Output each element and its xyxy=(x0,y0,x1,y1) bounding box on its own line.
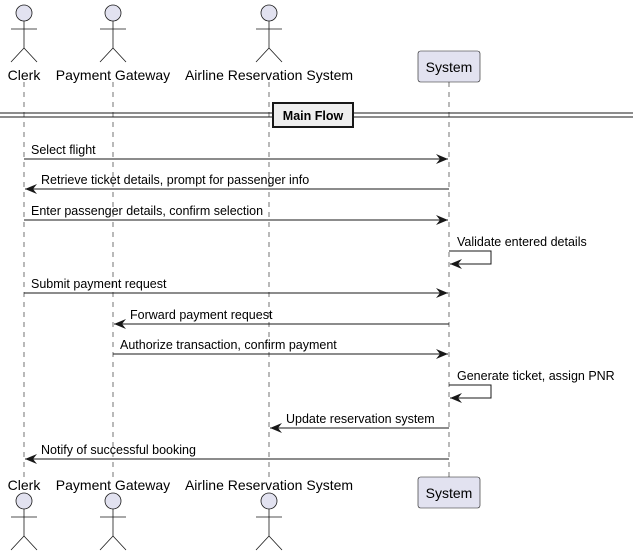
participant-box xyxy=(417,50,481,83)
participant-clerk-top: Clerk xyxy=(8,4,42,83)
participant-ars-bottom: Airline Reservation System xyxy=(185,477,353,551)
participant-system-bottom: System xyxy=(417,476,481,509)
divider: Main Flow xyxy=(0,102,633,128)
message-9: Update reservation system xyxy=(270,412,449,433)
message-label: Validate entered details xyxy=(457,235,587,249)
clerk-actor-icon xyxy=(10,492,38,551)
message-label: Retrieve ticket details, prompt for pass… xyxy=(41,173,309,187)
message-5: Submit payment request xyxy=(24,277,448,298)
participant-label: Airline Reservation System xyxy=(185,67,353,83)
message-label: Select flight xyxy=(31,143,96,157)
message-label: Forward payment request xyxy=(130,308,273,322)
message-label: Authorize transaction, confirm payment xyxy=(120,338,337,352)
participant-label: Payment Gateway xyxy=(56,477,170,493)
message-label: Notify of successful booking xyxy=(41,443,196,457)
message-3: Enter passenger details, confirm selecti… xyxy=(24,204,448,225)
message-7: Authorize transaction, confirm payment xyxy=(113,338,448,359)
participant-box xyxy=(417,476,481,509)
message-8: Generate ticket, assign PNR xyxy=(449,369,615,403)
participant-system-top: System xyxy=(417,50,481,83)
ars-actor-icon xyxy=(255,492,283,551)
message-label: Enter passenger details, confirm selecti… xyxy=(31,204,263,218)
message-2: Retrieve ticket details, prompt for pass… xyxy=(25,173,449,194)
message-label: Generate ticket, assign PNR xyxy=(457,369,615,383)
message-1: Select flight xyxy=(24,143,448,164)
participant-label: Airline Reservation System xyxy=(185,477,353,493)
participant-label: System xyxy=(426,485,473,501)
participant-clerk-bottom: Clerk xyxy=(8,477,42,551)
participant-ars-top: Airline Reservation System xyxy=(185,4,353,83)
lifelines xyxy=(23,82,450,478)
message-4: Validate entered details xyxy=(449,235,587,269)
clerk-actor-icon xyxy=(10,4,38,63)
message-6: Forward payment request xyxy=(114,308,449,329)
message-10: Notify of successful booking xyxy=(25,443,449,464)
participant-gateway-top: Payment Gateway xyxy=(56,4,170,83)
participant-label: Clerk xyxy=(8,477,42,493)
gateway-actor-icon xyxy=(99,492,127,551)
participant-gateway-bottom: Payment Gateway xyxy=(56,477,170,551)
message-label: Update reservation system xyxy=(286,412,435,426)
gateway-actor-icon xyxy=(99,4,127,63)
divider-label: Main Flow xyxy=(283,109,344,123)
ars-actor-icon xyxy=(255,4,283,63)
participant-label: Payment Gateway xyxy=(56,67,170,83)
participants-top: Clerk Payment Gateway Airline Reservation … xyxy=(8,4,481,83)
self-message-arrow xyxy=(449,250,492,269)
self-message-arrow xyxy=(449,384,492,403)
message-label: Submit payment request xyxy=(31,277,167,291)
divider-box xyxy=(272,102,354,128)
participants-bottom: Clerk Payment Gateway Airline Reservation … xyxy=(8,476,481,551)
participant-label: System xyxy=(426,59,473,75)
participant-label: Clerk xyxy=(8,67,42,83)
